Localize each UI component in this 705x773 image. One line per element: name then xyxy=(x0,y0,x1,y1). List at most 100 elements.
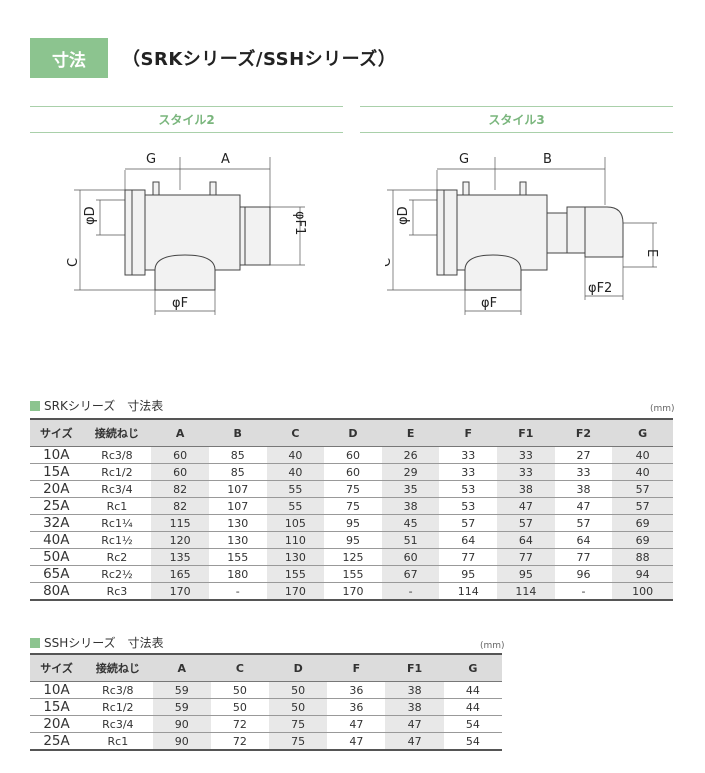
table-cell: 77 xyxy=(497,548,555,566)
table-cell: 75 xyxy=(269,715,328,733)
table-cell: 50 xyxy=(210,681,270,699)
style3-label-g: G xyxy=(459,152,469,167)
table-cell: 95 xyxy=(324,514,382,532)
style3-label-phi-f: φF xyxy=(481,296,497,311)
table-cell: 38 xyxy=(385,681,444,699)
table-cell: 155 xyxy=(208,548,267,566)
table-cell: 114 xyxy=(497,582,555,601)
table-cell: 64 xyxy=(497,531,555,549)
table-cell: 88 xyxy=(612,548,673,566)
style2-label-a: A xyxy=(221,152,230,167)
table-cell: 95 xyxy=(497,565,555,583)
table-cell: 60 xyxy=(151,463,209,481)
style3-label-phi-d: φD xyxy=(396,206,411,225)
column-header: A xyxy=(152,653,211,682)
ssh-table-title: SSHシリーズ 寸法表 xyxy=(30,634,164,651)
table-cell: 125 xyxy=(324,548,382,566)
style2-label-g: G xyxy=(146,152,156,167)
table-cell: 29 xyxy=(381,463,440,481)
table-cell: Rc2 xyxy=(82,548,152,566)
style2-label-c: C xyxy=(66,258,81,267)
table-cell: 82 xyxy=(151,480,209,498)
table-cell: 27 xyxy=(554,446,613,464)
table-cell: 47 xyxy=(554,497,613,515)
table-cell: Rc1½ xyxy=(82,531,152,549)
size-cell: 32A xyxy=(30,514,83,532)
column-header: 接続ねじ xyxy=(82,418,152,447)
table-cell: 64 xyxy=(439,531,498,549)
srk-table-title: SRKシリーズ 寸法表 xyxy=(30,397,163,414)
table-cell: 38 xyxy=(554,480,613,498)
column-header: G xyxy=(443,653,502,682)
table-cell: 72 xyxy=(210,715,270,733)
ssh-table-title-text: SSHシリーズ 寸法表 xyxy=(44,636,164,650)
column-header: F1 xyxy=(497,418,555,447)
table-cell: 130 xyxy=(266,548,325,566)
table-cell: 90 xyxy=(152,732,211,751)
table-cell: 38 xyxy=(381,497,440,515)
table-cell: 57 xyxy=(439,514,498,532)
size-cell: 80A xyxy=(30,582,83,601)
style3-title: スタイル3 xyxy=(360,106,673,133)
table-cell: 59 xyxy=(152,681,211,699)
table-cell: 26 xyxy=(381,446,440,464)
table-cell: 69 xyxy=(612,514,673,532)
table-cell: 155 xyxy=(266,565,325,583)
table-cell: 95 xyxy=(439,565,498,583)
table-cell: 57 xyxy=(612,497,673,515)
column-header: D xyxy=(269,653,328,682)
table-cell: 85 xyxy=(208,446,267,464)
column-header: D xyxy=(324,418,382,447)
style3-label-e: E xyxy=(644,249,659,257)
srk-table-title-text: SRKシリーズ 寸法表 xyxy=(44,399,164,413)
table-cell: 55 xyxy=(266,497,325,515)
table-cell: 33 xyxy=(439,463,498,481)
square-icon xyxy=(30,400,40,411)
table-cell: Rc3/4 xyxy=(83,715,153,733)
square-icon xyxy=(30,637,40,648)
table-cell: 33 xyxy=(554,463,613,481)
table-cell: 54 xyxy=(443,732,502,751)
table-cell: 100 xyxy=(612,582,673,601)
table-cell: 53 xyxy=(439,480,498,498)
table-cell: 38 xyxy=(385,698,444,716)
size-cell: 10A xyxy=(30,681,84,699)
table-cell: Rc1 xyxy=(82,497,152,515)
table-cell: 36 xyxy=(327,681,386,699)
table-cell: 50 xyxy=(210,698,270,716)
column-header: A xyxy=(151,418,209,447)
size-cell: 20A xyxy=(30,480,83,498)
table-cell: 130 xyxy=(208,514,267,532)
table-cell: Rc3/8 xyxy=(83,681,153,699)
table-cell: 33 xyxy=(497,446,555,464)
table-cell: 94 xyxy=(612,565,673,583)
table-cell: Rc3 xyxy=(82,582,152,601)
table-cell: 50 xyxy=(269,698,328,716)
ssh-table-unit: (mm) xyxy=(480,641,505,651)
size-cell: 15A xyxy=(30,463,83,481)
table-cell: 40 xyxy=(266,446,325,464)
table-cell: 165 xyxy=(151,565,209,583)
table-cell: Rc1 xyxy=(83,732,153,751)
style2-drawing: G A φD C φF1 φF xyxy=(66,152,307,315)
column-header: 接続ねじ xyxy=(83,653,153,682)
column-header: G xyxy=(612,418,673,447)
column-header: C xyxy=(210,653,270,682)
table-cell: 67 xyxy=(381,565,440,583)
column-header: F xyxy=(327,653,386,682)
table-cell: 45 xyxy=(381,514,440,532)
column-header: サイズ xyxy=(30,653,84,682)
column-header: F xyxy=(439,418,498,447)
table-cell: 114 xyxy=(439,582,498,601)
table-cell: 110 xyxy=(266,531,325,549)
